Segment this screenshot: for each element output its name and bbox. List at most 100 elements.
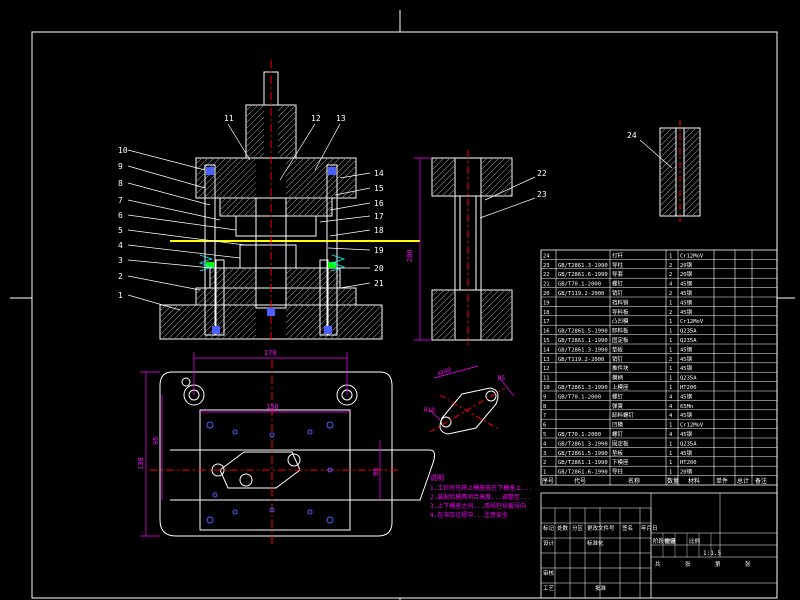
bom-cell-mat: HT200: [680, 385, 697, 391]
blank-dim-r5: R5: [498, 375, 506, 382]
bom-cell-mat: 45钢: [680, 355, 693, 363]
callout-10: 10: [118, 146, 128, 155]
bom-cell-name: 凹模: [612, 421, 624, 429]
drawing-frame: [10, 10, 795, 600]
bom-cell-qty: 1: [669, 376, 672, 382]
bom-cell-name: 挡料销: [612, 298, 629, 306]
bom-cell-name: 螺钉: [612, 392, 624, 400]
bom-cell-no: 5: [543, 432, 546, 438]
bom-header-qty: 数量: [667, 477, 679, 485]
plan-outer-outline: [159, 371, 393, 537]
callout-23: 23: [537, 190, 547, 199]
bom-cell-no: 17: [543, 319, 550, 325]
bom-cell-mat: Cr12MoV: [680, 319, 704, 325]
bom-cell-qty: 1: [669, 423, 672, 429]
bom-cell-qty: 1: [669, 253, 672, 259]
callout-14: 14: [374, 169, 384, 178]
callout-8: 8: [118, 179, 123, 188]
bom-cell-name: 弹簧: [612, 402, 624, 410]
bom-cell-qty: 4: [669, 282, 673, 288]
bom-cell-mat: 45钢: [680, 430, 693, 438]
sheet-label: 第: [715, 560, 721, 568]
bom-cell-name: 螺钉: [612, 430, 624, 438]
detail-hatching: [659, 127, 701, 217]
bom-header-name: 名称: [628, 477, 640, 485]
right-callout-leaders: [319, 172, 371, 289]
bom-cell-name: 凸凹模: [612, 317, 629, 325]
blank-dim-r10: R10: [424, 407, 435, 414]
dim-outer-width: 170: [264, 349, 277, 357]
note-line-1: 1.工作时先将上模座放在下模座上...: [430, 484, 532, 492]
callout-5: 5: [118, 226, 123, 235]
bom-cell-mat: Q235A: [680, 329, 697, 335]
bom-cell-mat: 45钢: [680, 345, 693, 353]
bom-cell-std: GB/T2861.5-1990: [558, 451, 608, 457]
bom-cell-no: 12: [543, 366, 550, 372]
bom-cell-mat: 45钢: [680, 280, 693, 288]
bom-cell-std: GB/T2861.3-1990: [558, 385, 608, 391]
bom-cell-std: GB/T119.2-2000: [558, 357, 604, 363]
bom-header-total: 总计: [737, 477, 749, 485]
note-line-3: 3.上下模座之间...用导柱导套导向: [430, 502, 526, 510]
screw-heads: [206, 167, 336, 334]
callout-15: 15: [374, 184, 384, 193]
dim-height-right: 95: [372, 468, 380, 476]
callout-4: 4: [118, 241, 123, 250]
callout-21: 21: [374, 279, 384, 288]
guide-posts: [204, 164, 338, 336]
bom-cell-name: 销钉: [612, 355, 624, 363]
bom-header-remark: 备注: [755, 477, 767, 485]
bom-cell-qty: 2: [669, 263, 672, 269]
bom-cell-no: 22: [543, 272, 550, 278]
callout-1: 1: [118, 291, 123, 300]
title-label: 标准化: [587, 539, 604, 547]
callout-7: 7: [118, 196, 123, 205]
bom-cell-name: 导柱: [612, 261, 624, 269]
note-line-2: 2.装配后模具闭合高度...调整至...: [430, 493, 531, 501]
dim-height-inner: 95: [152, 437, 160, 445]
bom-cell-qty: 1: [669, 441, 672, 447]
bom-cell-qty: 1: [669, 366, 672, 372]
sheet-label: 张: [745, 560, 751, 568]
bom-cell-std: GB/T2861.3-1990: [558, 347, 608, 353]
bom-header-unit: 单件: [716, 477, 728, 485]
bom-cell-name: 固定板: [612, 439, 629, 447]
bom-cell-std: GB/T70.1-2000: [558, 432, 601, 438]
note-line-4: 4.在冲压过程中...注意安全: [430, 511, 508, 519]
callout-6: 6: [118, 211, 123, 220]
bom-cell-std: GB/T2861.3-1990: [558, 263, 608, 269]
bom-cell-std: GB/T2861.1-1990: [558, 460, 608, 466]
bom-cell-name: 销钉: [612, 289, 624, 297]
bom-cell-mat: Q235A: [680, 441, 697, 447]
bom-cell-qty: 1: [669, 338, 672, 344]
title-label: 年月日: [641, 524, 658, 532]
bom-cell-name: 垫板: [612, 449, 624, 457]
bom-cell-no: 10: [543, 385, 550, 391]
bom-cell-no: 24: [543, 253, 550, 259]
bom-cell-qty: 1: [669, 385, 672, 391]
callout-16: 16: [374, 199, 384, 208]
side-hatching: [431, 157, 513, 341]
callout-3: 3: [118, 256, 123, 265]
bom-cell-name: 打杆: [612, 251, 624, 259]
bom-cell-mat: Cr12MoV: [680, 253, 704, 259]
bom-cell-no: 9: [543, 394, 546, 400]
bom-cell-mat: 45钢: [680, 392, 693, 400]
upper-die-base: [195, 71, 357, 237]
bom-cell-name: 固定板: [612, 336, 629, 344]
